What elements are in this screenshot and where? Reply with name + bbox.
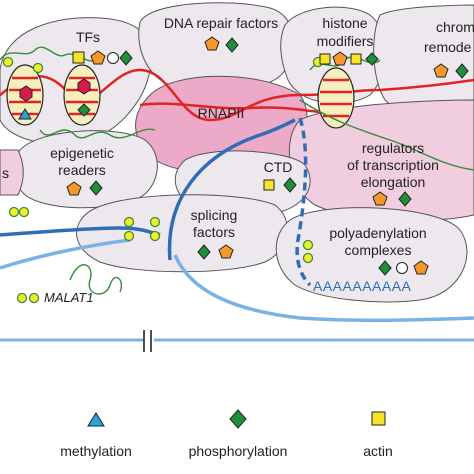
label-chrom-1: chrom [436, 19, 474, 35]
label-malat1: MALAT1 [44, 290, 94, 305]
label-cut-s: s [2, 165, 9, 181]
label-tfs: TFs [76, 29, 100, 45]
legend-item-actin: actin [363, 411, 393, 459]
yellow-dot [302, 239, 314, 251]
actin-square-icon [263, 179, 275, 191]
yellow-dot [123, 216, 135, 228]
label-histone-1: histone [322, 15, 367, 31]
label-regulators-2: of transcription [347, 157, 439, 173]
yellow-dot [32, 62, 44, 74]
malat1-arc [167, 118, 296, 261]
yellow-dot [8, 206, 20, 218]
label-epigenetic-1: epigenetic [50, 145, 114, 161]
empty-circle-icon [107, 52, 119, 64]
splicing-complex [76, 194, 288, 273]
hexagon-icon [77, 78, 91, 95]
label-splicing-1: splicing [191, 207, 238, 223]
phosphorylation-diamond-icon [225, 37, 239, 53]
label-epigenetic-2: readers [58, 162, 105, 178]
phosphorylation-diamond-icon [89, 180, 103, 196]
malat1-dashed [295, 117, 312, 287]
label-regulators-3: elongation [361, 174, 426, 190]
malat1-dark-strand [0, 226, 161, 237]
pentagon-icon [372, 191, 388, 206]
yellow-dot [2, 56, 14, 68]
pentagon-icon [218, 244, 234, 259]
empty-circle-icon [396, 262, 408, 274]
label-regulators-1: regulators [362, 140, 424, 156]
label-ctd: CTD [264, 159, 293, 175]
pentagon-icon [433, 63, 449, 78]
yellow-dot [16, 292, 28, 304]
legend-label-methylation: methylation [60, 443, 132, 459]
yellow-dot [302, 252, 314, 264]
phosphorylation-diamond-icon [365, 52, 379, 66]
pentagon-icon [204, 36, 220, 51]
pentagon-icon [332, 51, 348, 66]
legend-label-phosphorylation: phosphorylation [189, 443, 288, 459]
yellow-dot [149, 230, 161, 242]
yellow-dot [28, 292, 40, 304]
legend-item-phosphorylation: phosphorylation [189, 409, 288, 459]
malat1-loop [69, 264, 122, 295]
label-polyad-1: polyadenylation [329, 225, 426, 241]
label-polya-tail: AAAAAAAAAA [313, 278, 412, 294]
yellow-dot [149, 216, 161, 228]
label-rnapii: RNAPII [198, 105, 245, 121]
phosphorylation-diamond-icon [229, 409, 247, 429]
label-polyad-2: complexes [345, 242, 412, 258]
actin-square-icon [371, 411, 386, 426]
dna-line-lower [139, 102, 321, 114]
pentagon-icon [413, 260, 429, 275]
label-chrom-2: remode [424, 39, 472, 55]
phosphorylation-diamond-icon [378, 260, 392, 276]
methylation-triangle-icon [87, 412, 105, 427]
modification-symbols [18, 36, 469, 276]
phosphorylation-diamond-icon [197, 244, 211, 260]
phosphorylation-diamond-icon [119, 50, 133, 66]
polyad-complex [275, 207, 468, 303]
legend-label-actin: actin [363, 443, 393, 459]
nucleosomes [6, 64, 355, 129]
legend-item-methylation: methylation [60, 412, 132, 459]
complex-labels: TFs DNA repair factors histone modifiers… [2, 15, 474, 305]
phosphorylation-diamond-icon [455, 63, 469, 79]
yellow-dots [2, 56, 324, 304]
actin-square-icon [319, 53, 331, 65]
histone-complex [280, 6, 386, 104]
pentagon-icon [90, 50, 106, 65]
left-cut-complex [0, 149, 24, 196]
phosphorylation-diamond-icon [398, 191, 412, 207]
actin-square-icon [72, 51, 85, 64]
phosphorylation-diamond-icon [283, 177, 297, 193]
label-dna-repair: DNA repair factors [164, 15, 278, 31]
legend: methylation phosphorylation actin [60, 409, 393, 459]
methylation-triangle-icon [18, 108, 32, 120]
hexagon-icon [19, 85, 33, 102]
malat1-long-strand [173, 254, 474, 323]
rna-strand-bottom [299, 99, 474, 171]
pentagon-icon [66, 181, 82, 196]
nucleosome-2 [63, 64, 101, 126]
label-histone-2: modifiers [317, 33, 374, 49]
yellow-dot [123, 230, 135, 242]
malat1-strands [0, 117, 474, 352]
rna-strand-mid [39, 128, 156, 139]
label-splicing-2: factors [193, 224, 235, 240]
nucleosome-3 [317, 67, 355, 129]
actin-square-icon [350, 53, 362, 65]
malat1-light-strand [0, 238, 131, 270]
phosphorylation-diamond-icon [77, 103, 91, 117]
yellow-dot [18, 206, 30, 218]
